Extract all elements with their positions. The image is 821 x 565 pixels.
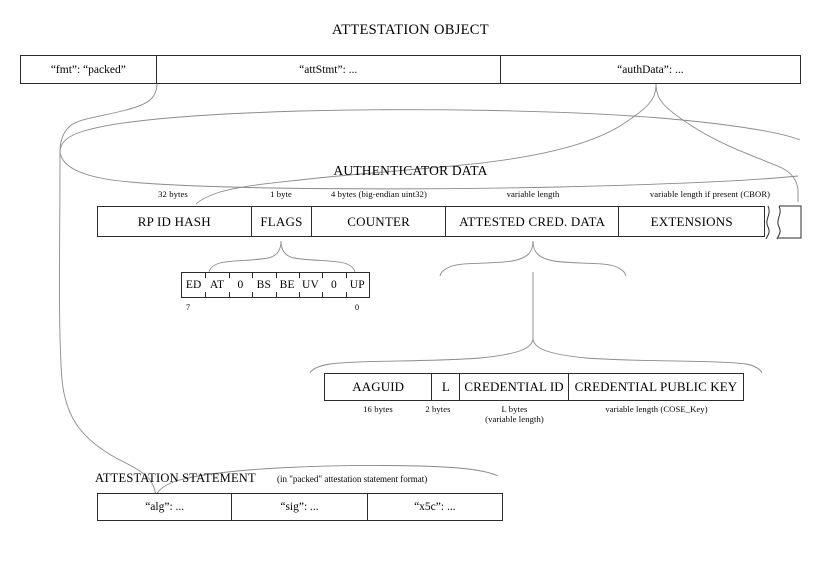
flag-bit-reserved-5[interactable]: 0 — [228, 273, 252, 297]
field-fmt[interactable]: “fmt”: “packed” — [21, 56, 157, 83]
note-credential-public-key-size: variable length (COSE_Key) — [605, 404, 708, 414]
field-credential-public-key[interactable]: CREDENTIAL PUBLIC KEY — [574, 379, 738, 394]
flag-bit-reserved-1[interactable]: 0 — [322, 273, 345, 297]
flag-bit-ed[interactable]: ED — [185, 279, 202, 291]
attestation-statement-title: ATTESTATION STATEMENT — [95, 471, 256, 485]
note-attested-cred-data-size: variable length — [506, 189, 560, 199]
note-aaguid-size: 16 bytes — [363, 404, 393, 414]
attestation-statement-row: “alg”: ... “sig”: ... “x5c”: ... — [97, 493, 503, 521]
field-attstmt[interactable]: “attStmt”: ... — [157, 56, 501, 83]
note-flags-size: 1 byte — [270, 189, 292, 199]
flag-bit-be[interactable]: BE — [275, 273, 299, 297]
note-credential-id-length-size: 2 bytes — [425, 404, 451, 414]
note-rp-id-hash-size: 32 bytes — [158, 189, 188, 199]
flags-bit-box: ED AT 0 BS BE UV 0 UP — [181, 272, 370, 298]
field-aaguid[interactable]: AAGUID — [325, 374, 433, 400]
note-counter-size: 4 bytes (big-endian uint32) — [330, 189, 428, 199]
field-flags[interactable]: FLAGS — [252, 207, 313, 236]
flag-bit-bs[interactable]: BS — [252, 273, 275, 297]
note-credential-id-size-2: (variable length) — [485, 414, 544, 424]
field-credential-id-length[interactable]: L — [432, 374, 461, 400]
attested-credential-data-row: AAGUID L CREDENTIAL ID CREDENTIAL PUBLIC… — [324, 373, 744, 401]
field-x5c[interactable]: “x5c”: ... — [414, 501, 456, 513]
flags-msb-index: 7 — [186, 303, 191, 312]
field-sig[interactable]: “sig”: ... — [232, 494, 368, 520]
flag-bit-up[interactable]: UP — [345, 273, 369, 297]
attestation-object-row: “fmt”: “packed” “attStmt”: ... “authData… — [20, 55, 801, 84]
field-extensions[interactable]: EXTENSIONS — [650, 213, 733, 229]
diagram-title: ATTESTATION OBJECT — [332, 22, 489, 38]
field-credential-id[interactable]: CREDENTIAL ID — [460, 374, 569, 400]
break-symbol-icon — [765, 205, 802, 240]
authenticator-data-row: RP ID HASH FLAGS COUNTER ATTESTED CRED. … — [97, 206, 765, 237]
field-counter[interactable]: COUNTER — [312, 207, 446, 236]
attestation-statement-note: (in "packed" attestation statement forma… — [277, 474, 428, 484]
note-extensions-size: variable length if present (CBOR) — [649, 189, 771, 199]
field-authdata[interactable]: “authData”: ... — [617, 63, 684, 76]
field-alg[interactable]: “alg”: ... — [98, 494, 233, 520]
flags-lsb-index: 0 — [355, 303, 360, 312]
note-credential-id-size: L bytes — [501, 404, 528, 414]
authenticator-data-title: AUTHENTICATOR DATA — [333, 163, 488, 178]
field-attested-cred-data[interactable]: ATTESTED CRED. DATA — [446, 207, 620, 236]
flag-bit-uv[interactable]: UV — [298, 273, 322, 297]
flag-bit-at[interactable]: AT — [205, 273, 228, 297]
field-rp-id-hash[interactable]: RP ID HASH — [98, 207, 252, 236]
